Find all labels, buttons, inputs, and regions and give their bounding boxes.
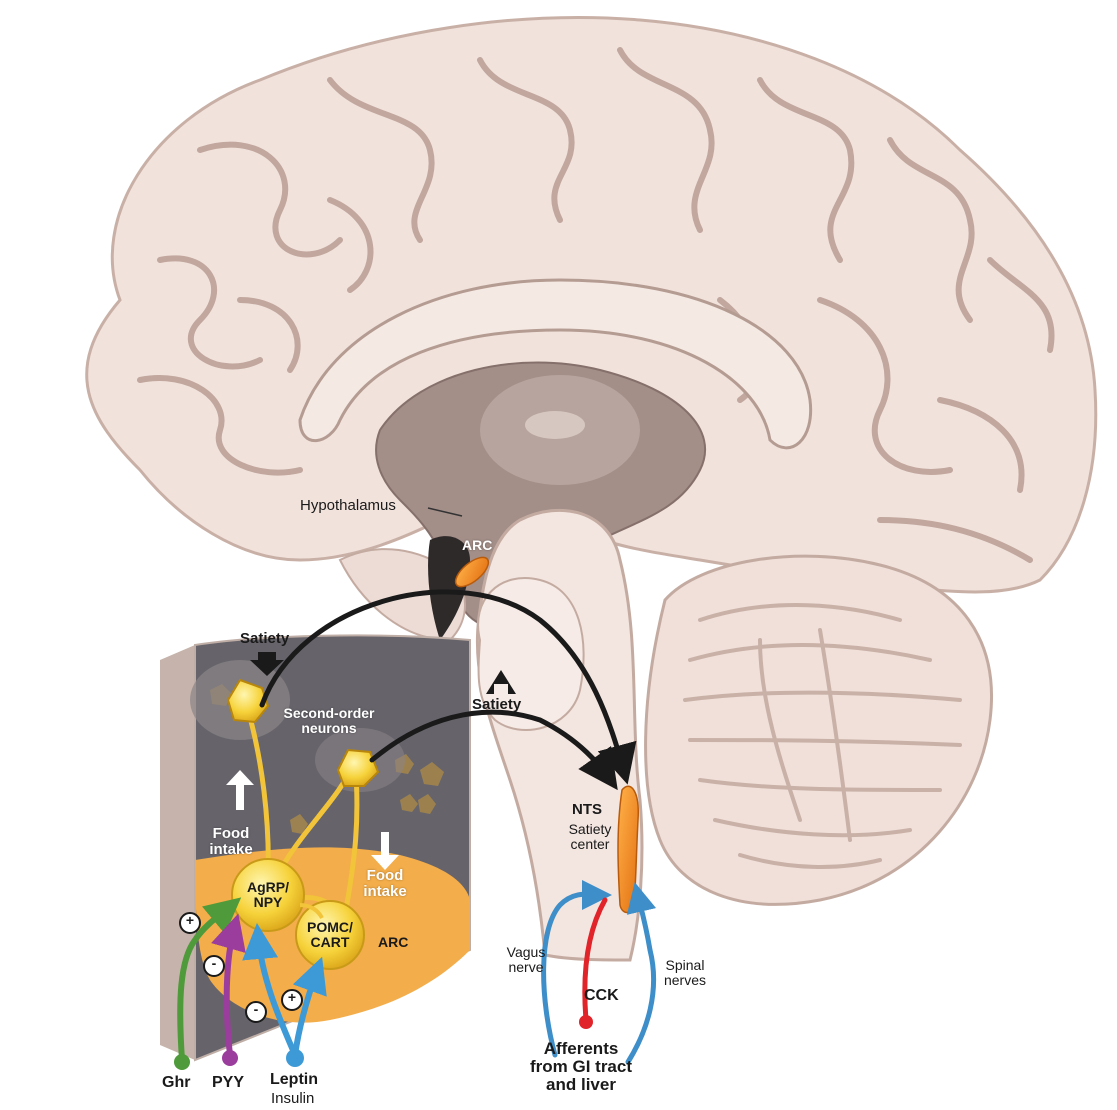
insulin-label: Insulin [271,1091,314,1107]
pomc-line-2: CART [296,935,364,950]
second-order-label: Second-order neurons [264,706,394,735]
hypothalamus-label: Hypothalamus [300,498,396,514]
afferents-line-3: and liver [516,1076,646,1094]
agrp-line-2: NPY [234,895,302,910]
satiety-mid-label: Satiety [472,697,521,713]
afferents-label: Afferents from GI tract and liver [516,1040,646,1094]
inset-side [160,645,195,1060]
pomc-cart-label: POMC/ CART [296,920,364,949]
cck-label: CCK [584,988,619,1005]
food-intake-up-line-2: intake [200,842,262,858]
afferents-line-2: from GI tract [516,1058,646,1076]
arc-inset-label: ARC [378,935,408,950]
satiety-center-line-1: Satiety [560,822,620,837]
food-intake-up-line-1: Food [200,826,262,842]
vagus-line-1: Vagus [498,945,554,960]
brainstem [477,510,642,960]
agrp-line-1: AgRP/ [234,880,302,895]
spinal-line-2: nerves [652,973,718,988]
ghr-label: Ghr [162,1075,190,1092]
pyy-label: PYY [212,1075,244,1092]
afferents-line-1: Afferents [516,1040,646,1058]
leptin-label: Leptin [270,1072,318,1089]
plus-blue-label: + [282,990,302,1005]
minus-blue-label: - [246,1002,266,1017]
plus-green-label: + [180,913,200,928]
food-intake-down-line-1: Food [354,868,416,884]
cerebellum [646,556,992,904]
second-order-line-2: neurons [264,721,394,736]
food-intake-down-label: Food intake [354,868,416,900]
spinal-line-1: Spinal [652,958,718,973]
spinal-nerves-label: Spinal nerves [652,958,718,987]
second-order-line-1: Second-order [264,706,394,721]
ghrelin-source [174,1054,190,1070]
pomc-line-1: POMC/ [296,920,364,935]
food-intake-down-line-2: intake [354,884,416,900]
vagus-nerve-label: Vagus nerve [498,945,554,974]
minus-purple-label: - [204,956,224,971]
satiety-top-label: Satiety [240,631,289,647]
cck-source [579,1015,593,1029]
interthalamic-adhesion [525,411,585,439]
agrp-npy-label: AgRP/ NPY [234,880,302,909]
satiety-center-label: Satiety center [560,822,620,851]
vagus-line-2: nerve [498,960,554,975]
nts-label: NTS [572,802,602,818]
satiety-center-line-2: center [560,837,620,852]
leptin-source [286,1049,304,1067]
arc-brain-label: ARC [462,538,492,553]
food-intake-up-label: Food intake [200,826,262,858]
pyy-source [222,1050,238,1066]
